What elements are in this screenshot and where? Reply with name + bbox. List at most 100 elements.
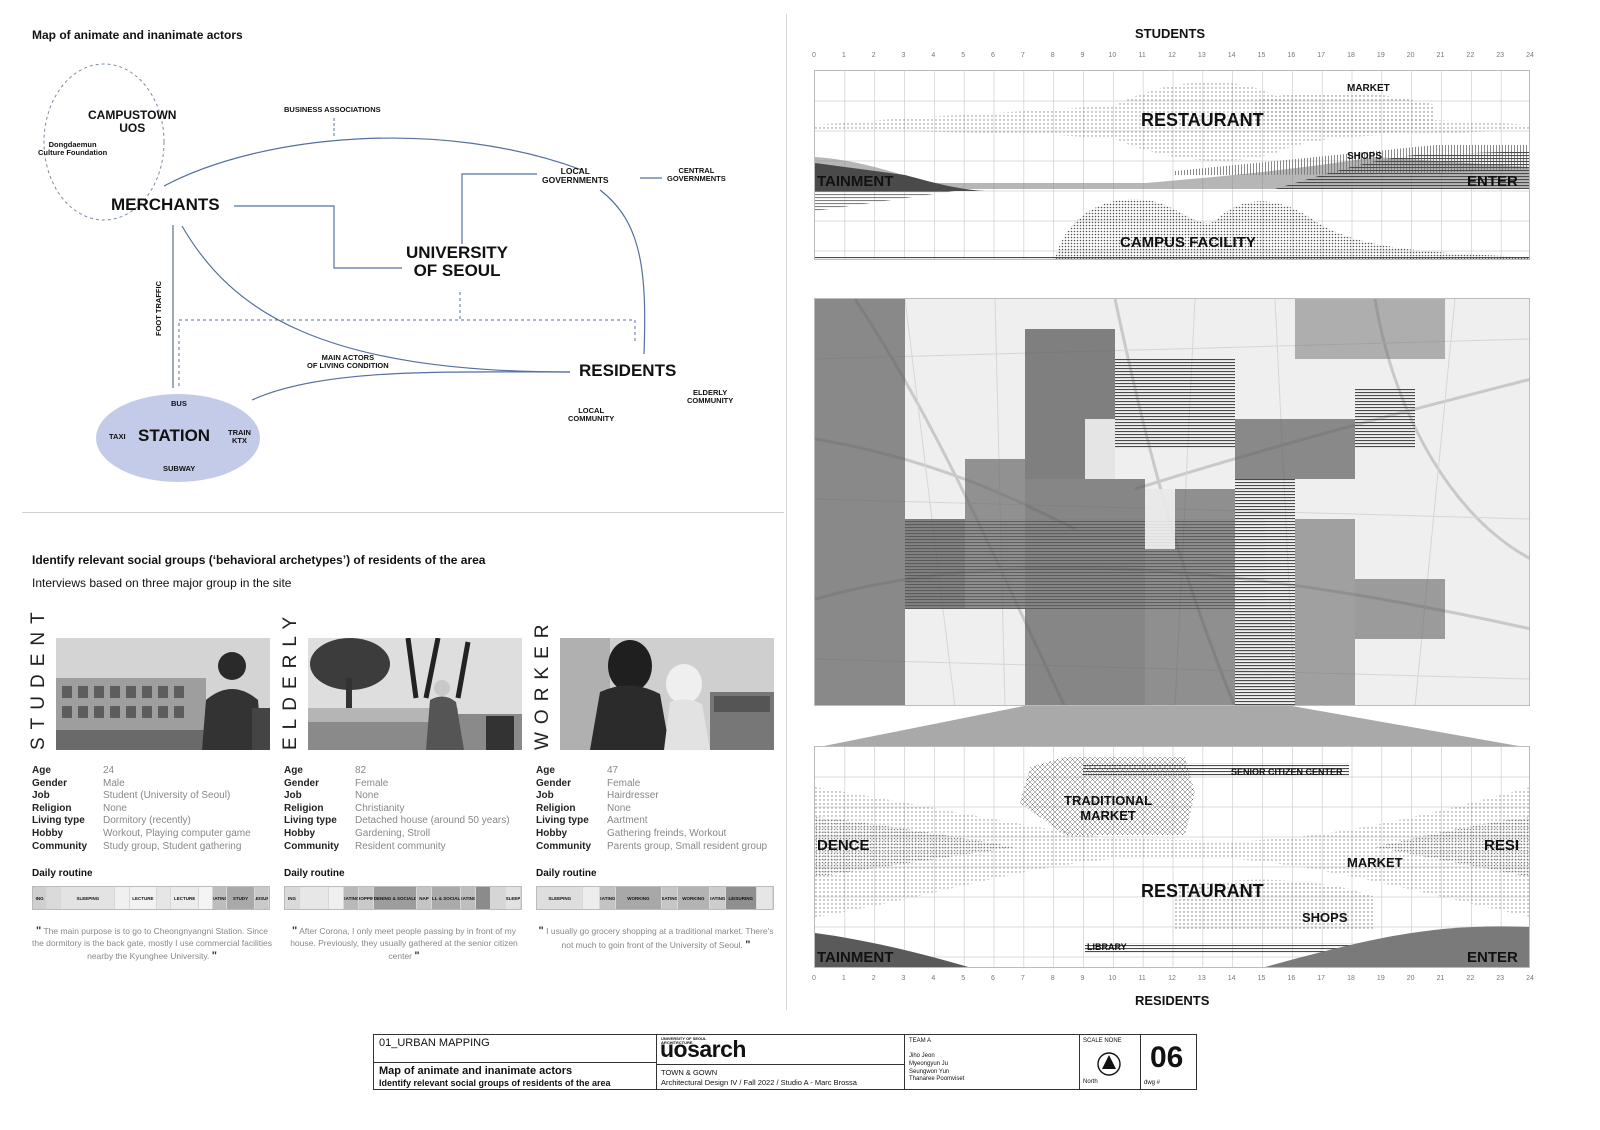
hour-tick-label: 2	[871, 975, 876, 982]
residents-chart-title: RESIDENTS	[1135, 993, 1210, 1008]
hour-tick-label: 18	[1347, 52, 1355, 59]
students-restaurant-label: RESTAURANT	[1141, 110, 1264, 130]
hour-tick-label: 19	[1376, 975, 1385, 982]
hour-tick-label: 8	[1050, 975, 1055, 982]
hour-tick-label: 23	[1496, 975, 1505, 982]
hour-tick-label: 23	[1496, 52, 1505, 59]
routine-segment: LECTURE	[129, 887, 158, 909]
routine-segment: LECTURE	[171, 887, 199, 909]
hour-tick-label: 13	[1197, 975, 1206, 982]
persona-label: STUDENT	[28, 604, 49, 750]
hour-tick-label: 21	[1436, 52, 1445, 59]
worker-photo	[560, 638, 774, 750]
hour-tick-label: 6	[991, 975, 995, 982]
social-groups-section: Identify relevant social groups (‘behavi…	[28, 553, 782, 973]
hour-tick-label: 9	[1080, 975, 1085, 982]
scale-label: SCALE NONE	[1083, 1038, 1122, 1044]
routine-segment: SLEEPING	[61, 887, 116, 909]
elderly-photo	[308, 638, 522, 750]
bus-label: BUS	[171, 399, 187, 408]
government-residents-link	[599, 189, 646, 355]
residents-senior-center-label: SENIOR CITIZEN CENTER	[1231, 767, 1343, 777]
routine-segment	[476, 887, 491, 909]
daily-routine-label: Daily routine	[32, 868, 93, 879]
hour-tick-label: 22	[1466, 975, 1475, 982]
hour-tick-label: 12	[1168, 975, 1176, 982]
students-market-label: MARKET	[1347, 83, 1390, 94]
persona-label: WORKER	[532, 616, 553, 751]
team-label: TEAM A	[909, 1038, 932, 1044]
routine-segment: LEISUR	[254, 887, 269, 909]
station-bubble	[96, 394, 260, 482]
daily-routine-label: Daily routine	[284, 868, 345, 879]
hour-tick-label: 14	[1227, 975, 1236, 982]
hour-tick-label: 5	[961, 52, 966, 59]
north-label: North	[1083, 1079, 1098, 1085]
business-associations-label: BUSINESS ASSOCIATIONS	[284, 105, 381, 114]
daily-routine-bar: INGEATINGSHOPPINGGARDENING & SOCIALISING…	[284, 886, 522, 910]
hour-tick-label: 24	[1526, 975, 1534, 982]
course-detail: Architectural Design IV / Fall 2022 / St…	[661, 1078, 857, 1087]
hour-tick-label: 11	[1138, 52, 1146, 59]
routine-segment: EATING	[599, 887, 616, 909]
routine-segment: ING	[33, 887, 48, 909]
persona-quote: " I usually go grocery shopping at a tra…	[538, 925, 774, 952]
routine-segment: WORKING	[615, 887, 663, 909]
hour-tick-label: 1	[841, 975, 846, 982]
elderly-community-label: ELDERLY COMMUNITY	[687, 388, 734, 405]
routine-segment	[198, 887, 214, 909]
station-residents-curve	[251, 371, 571, 401]
students-campus-facility-label: CAMPUS FACILITY	[1120, 234, 1256, 251]
hour-tick-label: 14	[1227, 52, 1236, 59]
routine-segment: STROLL & SOCIALISING	[432, 887, 461, 909]
routine-segment: EATING	[344, 887, 359, 909]
hour-tick-label: 7	[1020, 975, 1025, 982]
hour-tick-label: 17	[1317, 975, 1326, 982]
daily-routine-bar: ING SLEEPING LECTURE LECTURE EATINGSTUDYLEIS…	[32, 886, 270, 910]
hour-tick-label: 19	[1376, 52, 1385, 59]
residents-restaurant-label: RESTAURANT	[1141, 881, 1264, 901]
routine-segment	[115, 887, 130, 909]
students-activity-panel: MARKET RESTAURANT SHOPS TAINMENT ENTER C…	[814, 70, 1530, 260]
persona-label: ELDERLY	[280, 608, 301, 750]
hour-tick-label: 9	[1080, 52, 1085, 59]
merchants-label: MERCHANTS	[111, 195, 220, 214]
dongdaemun-label: Dongdaemun Culture Foundation	[38, 140, 108, 157]
persona-quote: " The main purpose is to go to Cheongnya…	[32, 925, 272, 963]
routine-segment: GARDENING & SOCIALISING	[374, 887, 417, 909]
residents-residence-right-label: RESI	[1484, 837, 1520, 854]
routine-segment: LEISURING	[725, 887, 757, 909]
students-entertainment-right-label: ENTER	[1467, 173, 1518, 190]
hour-tick-label: 3	[901, 52, 906, 59]
routine-segment	[47, 887, 62, 909]
students-shops-label: SHOPS	[1347, 151, 1383, 162]
residents-shops-label: SHOPS	[1302, 910, 1348, 925]
residents-entertainment-right-label: ENTER	[1467, 949, 1518, 966]
drawing-number: 06	[1150, 1041, 1184, 1074]
hour-tick-label: 4	[931, 52, 936, 59]
hour-tick-label: 0	[812, 52, 816, 59]
routine-segment	[300, 887, 329, 909]
drawing-number-label: dwg #	[1144, 1080, 1161, 1086]
residents-label: RESIDENTS	[579, 361, 677, 380]
residents-residence-left-label: DENCE	[817, 837, 870, 854]
routine-segment: EATING	[213, 887, 228, 909]
hour-tick-label: 8	[1050, 52, 1055, 59]
hour-tick-label: 18	[1347, 975, 1355, 982]
train-ktx-label: TRAIN KTX	[228, 428, 251, 445]
school-name: UNIVERSITY OF SEOUL ARCHITECTURE	[661, 1036, 707, 1046]
routine-segment: EATING	[662, 887, 679, 909]
merchants-university-link	[234, 205, 402, 269]
local-community-label: LOCAL COMMUNITY	[568, 406, 615, 423]
hour-tick-label: 10	[1108, 975, 1117, 982]
hour-tick-label: 21	[1436, 975, 1445, 982]
routine-segment: STUDY	[227, 887, 255, 909]
routine-segment: SLEEP	[506, 887, 521, 909]
daily-routine-label: Daily routine	[536, 868, 597, 879]
